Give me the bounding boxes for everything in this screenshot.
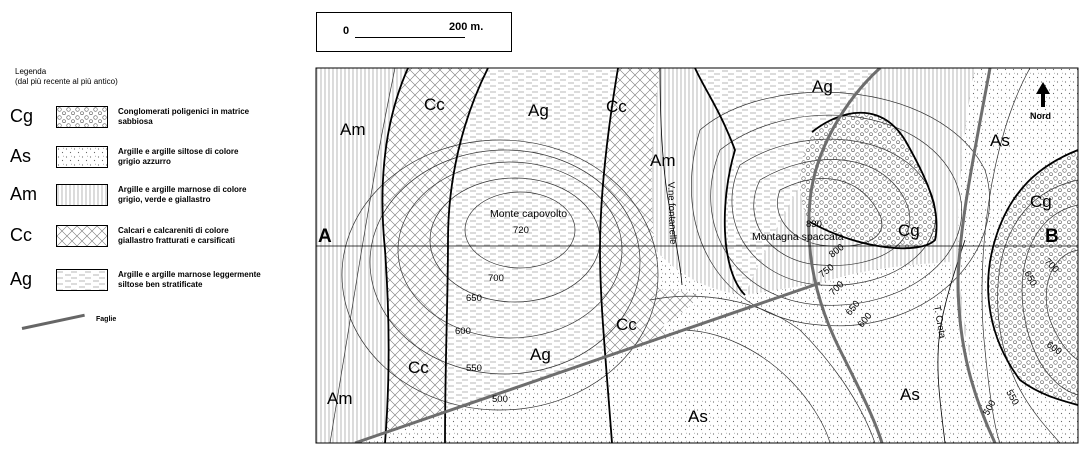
unit-label-cc: Cc: [424, 95, 445, 114]
fault-lines: [354, 68, 997, 443]
legend-item-am: Am Argille e argille marnose di colore g…: [0, 184, 300, 216]
legend-code: Ag: [10, 269, 33, 289]
unit-label-ag: Ag: [528, 101, 549, 120]
unit-labels: Am Cc Ag Cc Am Ag As Cg Cg Cc Ag Cc Am A…: [327, 77, 1052, 426]
unit-label-ag: Ag: [530, 345, 551, 364]
unit-label-cc: Cc: [616, 315, 637, 334]
legend-desc-line2: grigio, verde e giallastro: [118, 195, 211, 204]
legend-desc-line2: siltose ben stratificate: [118, 280, 203, 289]
legend-description: Argille e argille marnose leggermente si…: [118, 270, 288, 290]
legend-desc-line2: grigio azzurro: [118, 157, 171, 166]
place-montagna-spaccata: Montagna spaccata: [752, 231, 844, 243]
legend-desc-line1: Conglomerati poligenici in matrice: [118, 107, 250, 116]
legend-description: Argille e argille siltose di colore grig…: [118, 147, 288, 167]
map-units: [316, 68, 1078, 443]
elevation-label: 720: [513, 225, 529, 236]
legend-title: Legenda (dal più recente al più antico): [15, 67, 118, 87]
road-label: V.ne fontanelle: [665, 182, 678, 245]
scale-bar: 0 200 m.: [316, 12, 512, 52]
geologic-contacts: [381, 68, 1078, 443]
legend-description: Conglomerati poligenici in matrice sabbi…: [118, 107, 288, 127]
legend-item-cc: Cc Calcari e calcareniti di colore giall…: [0, 225, 300, 257]
scale-line: [355, 37, 465, 38]
unit-label-cg: Cg: [898, 221, 920, 240]
elevation-label: 600: [455, 326, 471, 337]
elevation-label: 550: [466, 363, 482, 374]
unit-label-as: As: [688, 407, 708, 426]
unit-label-am: Am: [650, 151, 676, 170]
elevation-label: 500: [492, 394, 508, 405]
legend-swatch-crosshatch: [56, 225, 108, 247]
legend-code: Cc: [10, 225, 32, 245]
unit-label-am: Am: [327, 389, 353, 408]
legend-item-as: As Argille e argille siltose di colore g…: [0, 146, 300, 178]
section-point-b: B: [1045, 226, 1059, 247]
legend: Legenda (dal più recente al più antico) …: [0, 0, 300, 455]
legend-title-line2: (dal più recente al più antico): [15, 77, 118, 86]
legend-desc-line2: sabbiosa: [118, 117, 153, 126]
legend-code: Am: [10, 184, 37, 204]
elevation-label: 650: [466, 293, 482, 304]
legend-desc-line1: Argille e argille siltose di colore: [118, 147, 239, 156]
legend-swatch-conglomerate: [56, 106, 108, 128]
elevation-label: 830: [806, 219, 822, 230]
legend-swatch-dashes: [56, 269, 108, 291]
section-point-a: A: [318, 226, 332, 247]
north-label: Nord: [1030, 111, 1051, 121]
unit-label-as: As: [900, 385, 920, 404]
legend-fault-label: Faglie: [96, 316, 117, 323]
map-frame: [315, 67, 1079, 444]
unit-label-am: Am: [340, 120, 366, 139]
legend-item-ag: Ag Argille e argille marnose leggermente…: [0, 269, 300, 301]
unit-label-as: As: [990, 131, 1010, 150]
unit-label-cg: Cg: [1030, 192, 1052, 211]
legend-desc-line1: Calcari e calcareniti di colore: [118, 226, 229, 235]
legend-desc-line2: giallastro fratturati e carsificati: [118, 236, 235, 245]
scale-zero-label: 0: [343, 25, 350, 37]
legend-code: Cg: [10, 106, 34, 126]
place-monte-capovolto: Monte capovolto: [490, 208, 567, 220]
legend-item-cg: Cg Conglomerati poligenici in matrice sa…: [0, 106, 300, 138]
contour-lines: [329, 68, 1078, 443]
elevation-label: 700: [488, 273, 504, 284]
legend-desc-line1: Argille e argille marnose di colore: [118, 185, 247, 194]
legend-swatch-sand: [56, 146, 108, 168]
legend-code: As: [10, 146, 32, 166]
unit-label-ag: Ag: [812, 77, 833, 96]
legend-description: Calcari e calcareniti di colore giallast…: [118, 226, 288, 246]
north-arrow-icon: [1036, 82, 1050, 107]
legend-title-line1: Legenda: [15, 67, 47, 76]
legend-desc-line1: Argille e argille marnose leggermente: [118, 270, 261, 279]
legend-swatch-vertical: [56, 184, 108, 206]
unit-label-cc: Cc: [606, 97, 627, 116]
unit-label-cc: Cc: [408, 358, 429, 377]
legend-description: Argille e argille marnose di colore grig…: [118, 185, 288, 205]
scale-distance-label: 200 m.: [449, 21, 484, 33]
